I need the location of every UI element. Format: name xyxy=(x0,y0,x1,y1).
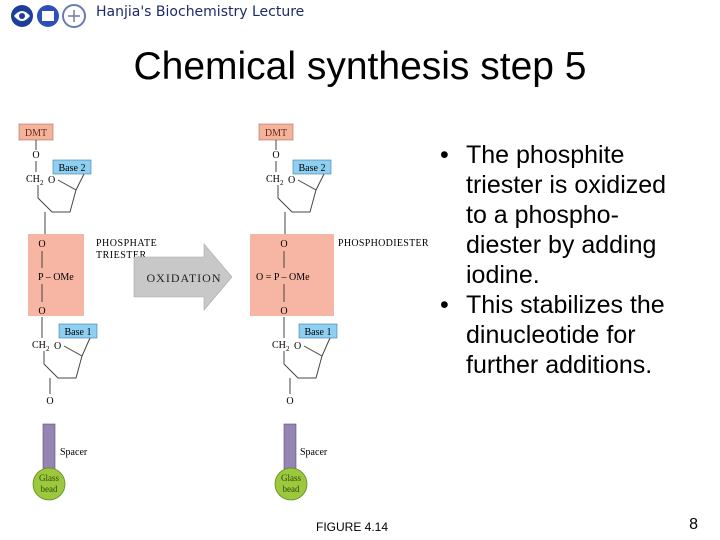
oxidation-arrow: OXIDATION xyxy=(133,243,233,311)
base-2-label-left: Base 2 xyxy=(59,163,86,174)
o-label-left-1: O xyxy=(32,150,39,161)
ch2-sub-right-1: 2 xyxy=(280,179,284,187)
ring-o-left-2: O xyxy=(54,341,61,352)
bullet-line: triester is oxidized xyxy=(466,171,667,199)
ch2-sub-right-2: 2 xyxy=(286,345,290,353)
base-2-label-right: Base 2 xyxy=(299,163,326,174)
oligonucleotide-synthesis-figure: DMT O Base 2 CH 2 O O P – OMe O PHOSPHAT… xyxy=(0,112,450,534)
oxidation-label: OXIDATION xyxy=(147,271,222,285)
ch2-label-left-2: CH xyxy=(32,340,46,351)
bullet-line: iodine. xyxy=(466,261,540,289)
o-label-right-4: O xyxy=(286,396,293,407)
figure-caption: FIGURE 4.14 xyxy=(316,520,389,534)
ch2-sub-left-2: 2 xyxy=(46,345,50,353)
o-p-ome-label-right: O = P – OMe xyxy=(256,272,310,283)
bullet-item: • This stabilizes the dinucleotide for f… xyxy=(438,290,716,380)
bullet-list: • The phosphite triester is oxidized to … xyxy=(438,140,716,380)
ch2-label-right-2: CH xyxy=(272,340,286,351)
o-label-left-2: O xyxy=(38,239,45,250)
spacer-label-right: Spacer xyxy=(300,447,328,458)
bullet-line: This stabilizes the xyxy=(466,291,665,319)
base-1-label-right: Base 1 xyxy=(305,327,332,338)
base-1-label-left: Base 1 xyxy=(65,327,92,338)
o-label-left-4: O xyxy=(46,396,53,407)
p-ome-label-left: P – OMe xyxy=(38,272,74,283)
base-1-box-right xyxy=(298,323,338,339)
phosphate-highlight-right xyxy=(250,234,334,316)
bullet-line: to a phospho- xyxy=(466,201,619,229)
bead-label-left-2: bead xyxy=(41,484,58,494)
right-molecule: DMT O Base 2 CH 2 O O O = P – OMe O PHOS… xyxy=(250,123,429,501)
glass-bead-right xyxy=(274,467,308,501)
glass-bead-left xyxy=(32,467,66,501)
bead-label-right-2: bead xyxy=(283,484,300,494)
lecture-title: Hanjia's Biochemistry Lecture xyxy=(96,4,305,20)
bullet-line: dinucleotide for xyxy=(466,321,636,349)
ch2-label-left-1: CH xyxy=(26,174,40,185)
left-molecule: DMT O Base 2 CH 2 O O P – OMe O PHOSPHAT… xyxy=(18,123,157,501)
o-label-left-3: O xyxy=(38,306,45,317)
ch2-sub-left-1: 2 xyxy=(40,179,44,187)
bead-label-left-1: Glass xyxy=(39,473,59,483)
phosphate-highlight-left xyxy=(28,234,84,316)
triester-label: TRIESTER xyxy=(96,250,147,261)
phosphate-label: PHOSPHATE xyxy=(96,238,157,249)
base-2-box-right xyxy=(292,159,332,175)
ring-o-right-2: O xyxy=(294,341,301,352)
ch2-label-right-1: CH xyxy=(266,174,280,185)
bullet-marker: • xyxy=(440,291,449,319)
dmt-label-right: DMT xyxy=(265,128,287,139)
page-number: 8 xyxy=(689,516,698,533)
slide-title: Chemical synthesis step 5 xyxy=(133,45,587,88)
o-label-right-1: O xyxy=(272,150,279,161)
bullet-marker: • xyxy=(440,141,449,169)
slide-header: Hanjia's Biochemistry Lecture xyxy=(0,0,720,32)
ring-o-right-1: O xyxy=(288,175,295,186)
figure-drawing: DMT O Base 2 CH 2 O O P – OMe O PHOSPHAT… xyxy=(18,123,429,501)
base-1-box-left xyxy=(58,323,98,339)
bullet-item: • The phosphite triester is oxidized to … xyxy=(438,140,716,290)
bead-label-right-1: Glass xyxy=(281,473,301,483)
ring-o-left-1: O xyxy=(48,175,55,186)
spacer-left xyxy=(42,423,56,471)
o-label-right-2: O xyxy=(280,239,287,250)
dmt-label-left: DMT xyxy=(25,128,47,139)
bullet-line: The phosphite xyxy=(466,141,625,169)
bullet-line: diester by adding xyxy=(466,231,657,259)
o-label-right-3: O xyxy=(280,306,287,317)
base-2-box-left xyxy=(52,159,92,175)
bullet-line: further additions. xyxy=(466,351,653,379)
phosphodiester-label: PHOSPHODIESTER xyxy=(338,238,429,249)
university-logo-icon xyxy=(11,4,86,28)
spacer-label-left: Spacer xyxy=(60,447,88,458)
spacer-right xyxy=(283,423,297,471)
